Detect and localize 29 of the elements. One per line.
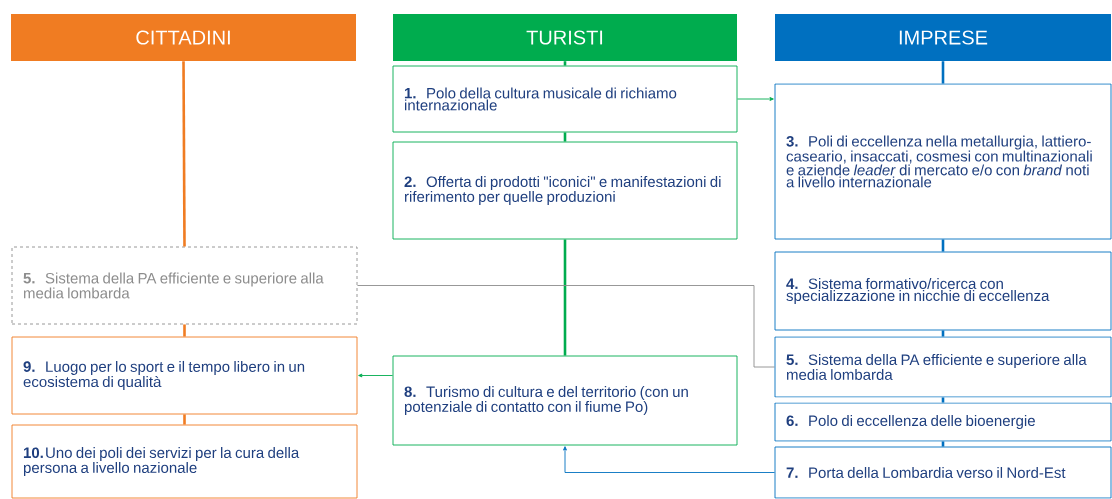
- text-box: 1. Polo della cultura musicale di richiamo internazionale: [392, 65, 738, 133]
- connector-line: [182, 61, 186, 247]
- connector-line: [563, 132, 567, 142]
- arrow: [358, 373, 393, 378]
- connector-line: [183, 324, 186, 337]
- text-box: 5. Sistema della PA efficiente e superiore alla media lombarda: [11, 246, 358, 325]
- text-box: 9. Luogo per lo sport e il tempo libero in un ecosistema di qualità: [11, 336, 358, 415]
- connector-line: [941, 330, 945, 337]
- arrow: [563, 446, 775, 473]
- text-box: 3. Poli di eccellenza nella metallurgia, lattiero-caseario, insaccati, cosmesi con multinazionali e aziende leader di mercato e/o con brand noti a livello internazionale: [774, 83, 1112, 240]
- connector-line: [941, 239, 945, 252]
- connector-line: [563, 61, 567, 66]
- header-bar: IMPRESE: [775, 14, 1111, 61]
- text-box: 4. Sistema formativo/ricerca con specializzazione in nicchie di eccellenza: [774, 251, 1112, 331]
- connector-line: [357, 285, 775, 368]
- arrow: [737, 97, 774, 101]
- connector-line: [941, 441, 945, 447]
- header-bar: CITTADINI: [11, 14, 356, 61]
- header-bar: TURISTI: [393, 14, 737, 61]
- text-box: 5. Sistema della PA efficiente e superiore alla media lombarda: [774, 336, 1112, 398]
- connector-line: [563, 239, 567, 356]
- text-box: 6. Polo di eccellenza delle bioenergie: [774, 402, 1112, 442]
- text-box: 7. Porta della Lombardia verso il Nord-Est: [774, 446, 1112, 499]
- text-box: 8. Turismo di cultura e del territorio (con un potenziale di contatto con il fiume Po): [392, 355, 738, 446]
- connector-line: [941, 397, 945, 403]
- connector-line: [941, 61, 945, 84]
- text-box: 2. Offerta di prodotti "iconici" e manifestazioni di riferimento per quelle produzioni: [392, 141, 738, 240]
- text-box: 10. Uno dei poli dei servizi per la cura della persona a livello nazionale: [11, 424, 358, 499]
- connector-line: [183, 414, 186, 425]
